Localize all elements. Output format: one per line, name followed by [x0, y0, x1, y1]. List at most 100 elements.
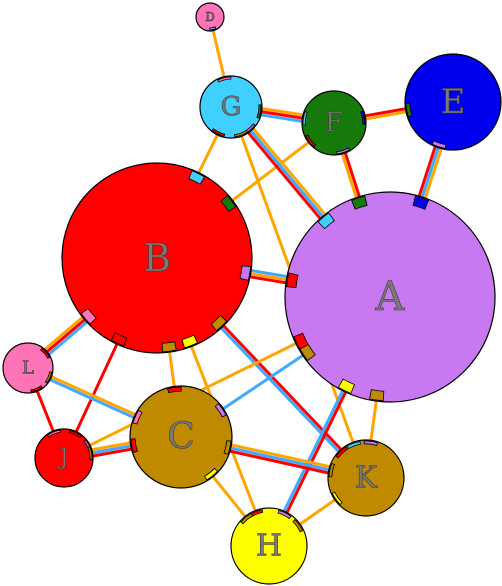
node-D[interactable]: D — [195, 2, 225, 32]
edge-strand — [245, 129, 329, 228]
node-G[interactable]: G — [199, 75, 263, 139]
node-circle — [195, 2, 225, 32]
edge-strand — [211, 28, 227, 81]
edge-strand — [218, 348, 313, 413]
edge-strand — [89, 443, 137, 455]
port-B — [167, 386, 182, 394]
edge-L-C — [47, 374, 141, 421]
port-E — [360, 110, 366, 125]
port-J — [130, 438, 138, 453]
node-label: B — [143, 236, 171, 280]
port-K — [292, 519, 304, 533]
port-G — [188, 170, 206, 185]
port-B — [211, 128, 226, 137]
edge-strand — [417, 142, 442, 208]
edge-strand — [47, 377, 140, 421]
edge-strand — [258, 109, 306, 121]
edge-strand — [42, 309, 91, 353]
port-C — [328, 462, 336, 478]
edge-strand — [225, 445, 333, 473]
port-J — [293, 332, 309, 350]
edge-strand — [362, 109, 411, 122]
node-circle — [404, 53, 502, 151]
edge-strand — [88, 440, 136, 452]
edge-strand — [89, 446, 137, 459]
node-E[interactable]: E — [404, 53, 502, 151]
port-C — [240, 512, 254, 525]
edge-strand — [420, 143, 445, 209]
edge-F-E — [361, 106, 411, 122]
edge-F-B — [224, 139, 313, 208]
edge-strand — [361, 106, 411, 118]
edge-B-J — [73, 334, 123, 435]
node-label: F — [325, 108, 343, 138]
edge-strand — [296, 496, 339, 528]
edge-strand — [247, 127, 331, 226]
edge-E-A — [414, 141, 445, 209]
edge-G-A — [245, 125, 333, 228]
port-E — [412, 195, 430, 210]
edge-strand — [284, 382, 352, 517]
edge-L-J — [34, 388, 56, 435]
edge-strand — [213, 320, 343, 456]
node-L[interactable]: L — [2, 342, 54, 394]
node-H[interactable]: H — [230, 507, 308, 585]
port-G — [302, 111, 308, 126]
port-K — [223, 440, 232, 455]
edge-strand — [34, 388, 56, 435]
edge-strand — [226, 442, 334, 469]
node-circle — [301, 90, 367, 156]
node-F[interactable]: F — [301, 90, 367, 156]
port-A — [363, 440, 379, 446]
node-K[interactable]: K — [327, 439, 405, 517]
port-L — [132, 409, 143, 425]
edge-B-L — [42, 309, 95, 357]
edge-A-H — [281, 380, 352, 517]
node-circle — [327, 439, 405, 517]
edge-strand — [257, 112, 306, 124]
port-G — [317, 212, 335, 230]
node-B[interactable]: B — [61, 162, 253, 354]
port-L — [47, 429, 61, 438]
port-A — [277, 509, 292, 520]
edge-C-K — [224, 442, 334, 476]
edge-G-F — [257, 106, 307, 124]
edge-A-C — [218, 348, 313, 413]
port-J — [30, 385, 43, 393]
port-A — [336, 147, 351, 155]
port-B — [286, 272, 299, 289]
node-circle — [230, 507, 308, 585]
port-H — [204, 467, 219, 481]
edge-strand — [258, 106, 307, 117]
edge-J-C — [88, 440, 137, 459]
edge-C-H — [208, 471, 249, 521]
port-B — [305, 134, 316, 148]
port-K — [210, 314, 228, 332]
node-label: C — [167, 417, 195, 458]
port-F — [256, 104, 262, 119]
node-label: K — [355, 461, 378, 496]
node-circle — [34, 428, 94, 488]
port-F — [405, 102, 413, 118]
port-B — [335, 446, 348, 459]
node-label: L — [22, 358, 34, 379]
port-B — [68, 430, 83, 439]
node-J[interactable]: J — [34, 428, 94, 488]
port-B — [40, 347, 51, 359]
edge-strand — [46, 314, 95, 357]
edge-D-G — [211, 28, 227, 81]
node-circle — [199, 75, 263, 139]
node-C[interactable]: C — [129, 385, 233, 489]
edge-K-H — [296, 496, 339, 528]
edge-strand — [281, 380, 349, 516]
port-F — [220, 195, 237, 212]
port-L — [80, 307, 97, 325]
port-J — [110, 332, 128, 347]
node-A[interactable]: A — [284, 191, 496, 403]
port-G — [346, 441, 361, 450]
edge-strand — [224, 139, 313, 208]
node-circle — [284, 191, 496, 403]
port-K — [369, 389, 385, 402]
